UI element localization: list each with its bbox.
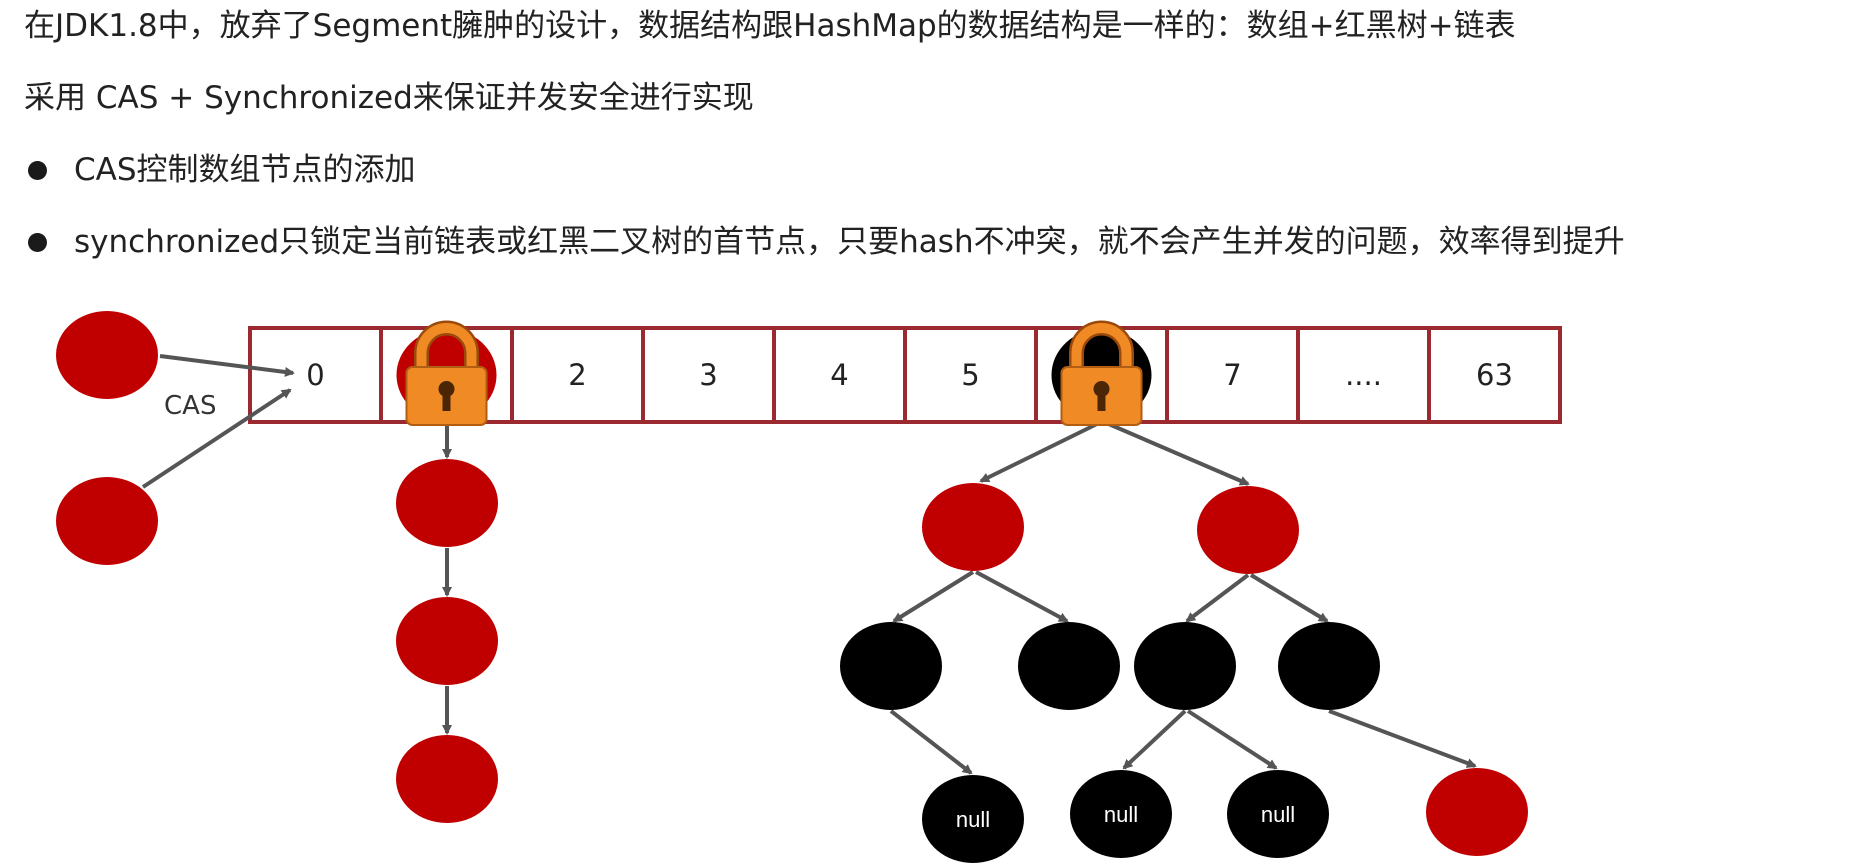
array-cell-label: 0 [306, 358, 324, 392]
tree-node [1018, 622, 1120, 710]
edge-arrow [1122, 709, 1187, 770]
array-cell [248, 326, 383, 424]
array-cell-label: 3 [699, 358, 717, 392]
edge-arrow [975, 570, 1069, 623]
lock-icon [1060, 320, 1143, 426]
edge-arrow [1328, 709, 1477, 768]
incoming-node [56, 311, 158, 399]
edge-arrow [1185, 573, 1250, 623]
array-cell [641, 326, 776, 424]
array-cell [1296, 326, 1431, 424]
array-cell-label: 2 [568, 358, 586, 392]
nodes: null null null [56, 311, 1528, 863]
array-cell [1427, 326, 1562, 424]
array-cell [903, 326, 1038, 424]
tree-node [1278, 622, 1380, 710]
edge-arrow [1249, 573, 1329, 623]
lock-icon [405, 320, 488, 426]
bullet-dot [28, 233, 47, 252]
array-cell-label: 4 [830, 358, 848, 392]
edge-arrow [892, 570, 975, 623]
array-cell-label: .... [1345, 358, 1382, 392]
cas-label: CAS [164, 391, 216, 421]
array-cell [1165, 326, 1300, 424]
locks [405, 320, 1143, 426]
list-node [396, 735, 498, 823]
tree-null-leaf [1070, 770, 1172, 858]
list-node [396, 597, 498, 685]
lock-keyhole-slot [442, 391, 451, 411]
bullet-dot [28, 161, 47, 180]
tree-null-leaf [922, 775, 1024, 863]
array-cell-label: 63 [1476, 358, 1513, 392]
null-label: null [1261, 802, 1295, 827]
edge-arrow [889, 709, 973, 775]
tree-node [1134, 622, 1236, 710]
tree-null-leaf [1227, 770, 1329, 858]
bullet-cas: CAS控制数组节点的添加 [74, 152, 416, 188]
intro-line-2: 采用 CAS + Synchronized来保证并发安全进行实现 [24, 80, 754, 116]
array-cell [510, 326, 645, 424]
array-cell-label: 5 [961, 358, 979, 392]
edge-arrow [159, 354, 295, 377]
list-node [396, 459, 498, 547]
incoming-node [56, 477, 158, 565]
edge-arrow [1186, 709, 1278, 770]
tree-leaf-node [1426, 768, 1528, 856]
lock-shackle [1071, 323, 1132, 369]
null-label: null [956, 807, 990, 832]
edge-arrow [979, 420, 1102, 483]
bullet-synchronized: synchronized只锁定当前链表或红黑二叉树的首节点，只要hash不冲突，… [74, 224, 1625, 260]
array-cell-label: 7 [1223, 358, 1241, 392]
tree-node [1197, 486, 1299, 574]
edges [141, 354, 1477, 775]
tree-node [922, 483, 1024, 571]
null-label: null [1104, 802, 1138, 827]
tree-node [840, 622, 942, 710]
lock-keyhole-slot [1097, 391, 1106, 411]
intro-line-1: 在JDK1.8中，放弃了Segment臃肿的设计，数据结构跟HashMap的数据… [24, 8, 1516, 44]
lock-shackle [416, 323, 477, 369]
edge-arrow [141, 388, 292, 489]
edge-arrow [1103, 420, 1250, 486]
